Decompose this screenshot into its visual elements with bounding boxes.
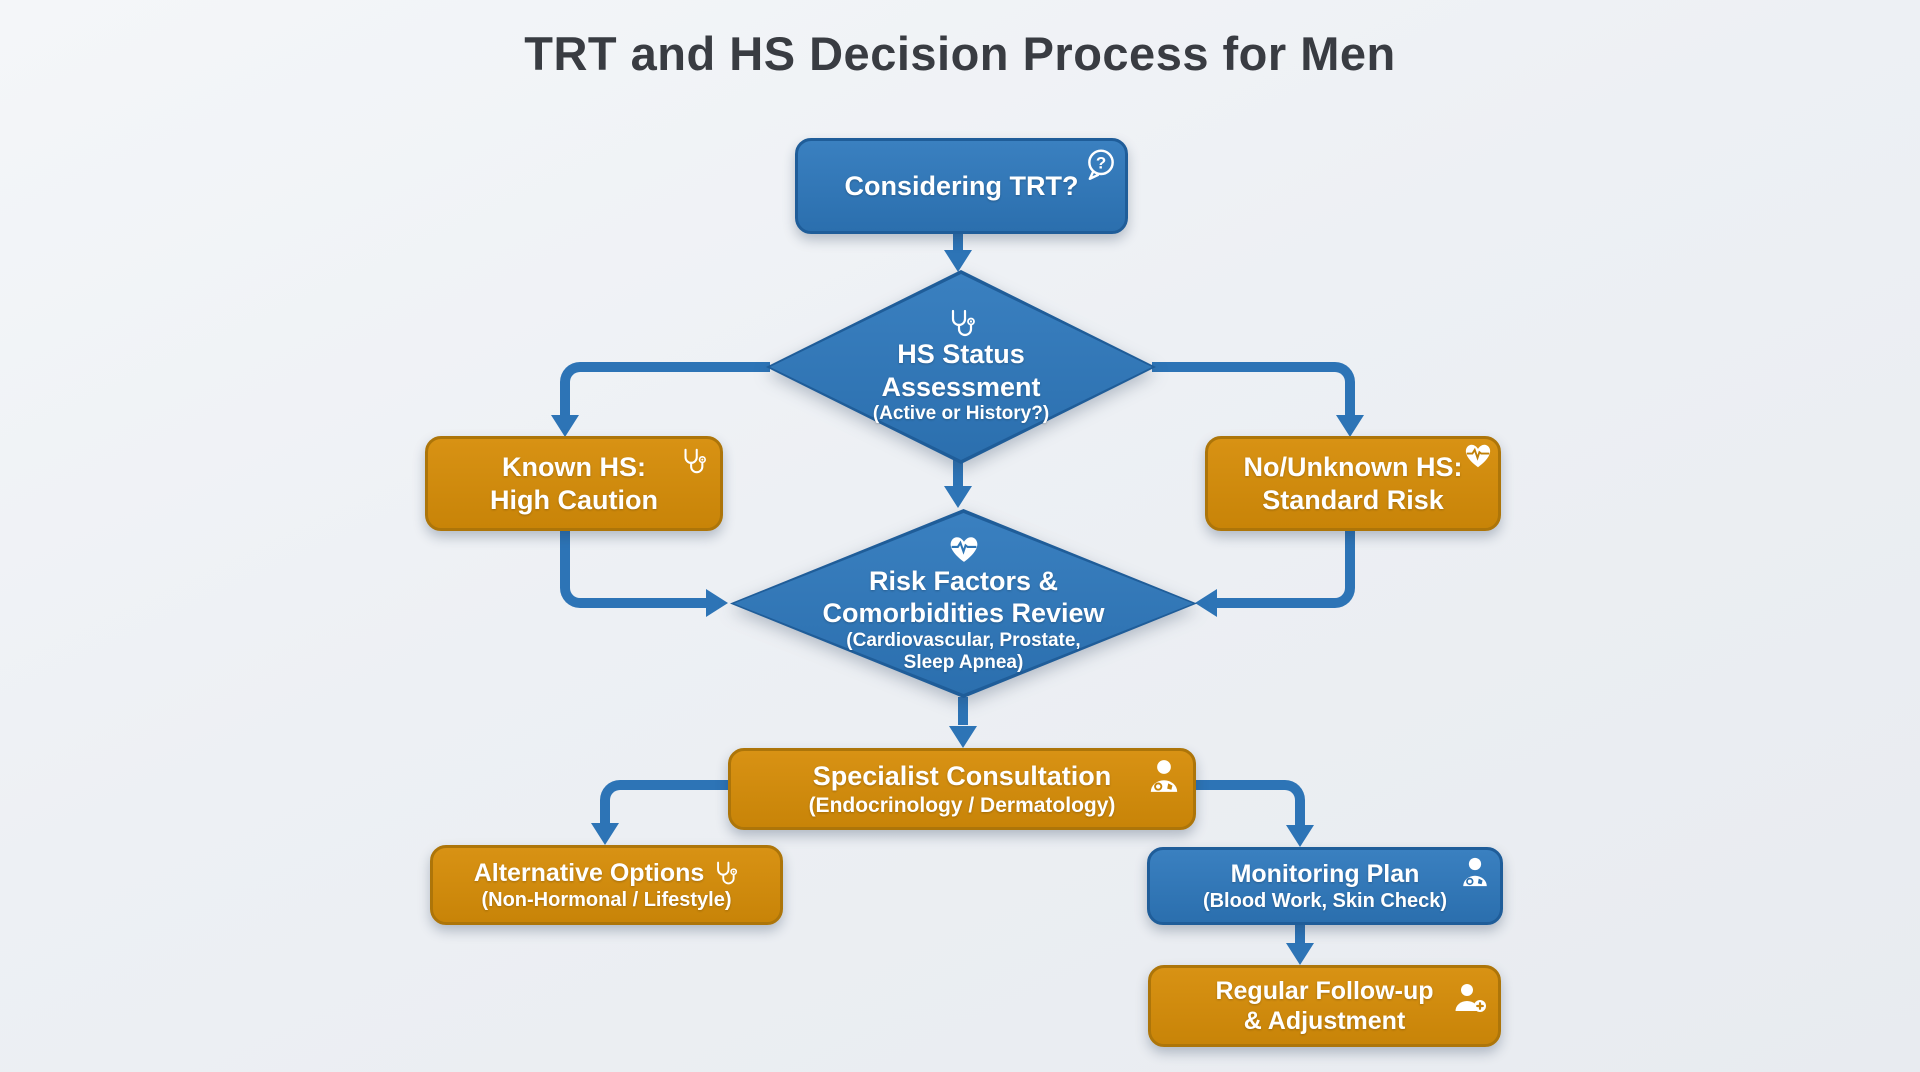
no-unknown-hs-line2: Standard Risk <box>1262 484 1444 515</box>
node-considering-trt: Considering TRT? ? <box>795 138 1128 234</box>
connector-risk-to-specialist <box>958 697 968 725</box>
stethoscope-icon <box>711 860 739 886</box>
stethoscope-icon <box>945 308 977 338</box>
assessment-subtitle: (Active or History?) <box>872 402 1050 424</box>
no-unknown-hs-line1: No/Unknown HS: <box>1243 452 1463 483</box>
connector-trt-to-assessment <box>953 226 963 256</box>
alternative-subtitle: (Non-Hormonal / Lifestyle) <box>481 889 732 911</box>
known-hs-line2: High Caution <box>490 484 658 515</box>
question-bubble-icon: ? <box>1083 147 1119 183</box>
arrowhead-monitoring-to-followup <box>1286 943 1314 965</box>
assessment-title-line2: Assessment <box>881 371 1041 402</box>
arrowhead-known-to-risk <box>706 589 728 617</box>
risk-review-line1: Risk Factors & <box>868 565 1059 596</box>
arrowhead-specialist-to-monitoring <box>1286 825 1314 847</box>
known-hs-line1: Known HS: <box>502 452 646 483</box>
question-mark-glyph: ? <box>1096 154 1106 173</box>
connector-assessment-to-nounknown <box>1152 362 1355 422</box>
connector-assessment-to-risk <box>953 458 963 488</box>
stethoscope-icon <box>678 447 708 475</box>
specialist-subtitle: (Endocrinology / Dermatology) <box>808 793 1116 817</box>
risk-review-sub2: Sleep Apnea) <box>903 652 1024 674</box>
node-monitoring-plan: Monitoring Plan (Blood Work, Skin Check) <box>1147 847 1503 925</box>
person-plus-icon <box>1452 982 1488 1014</box>
arrowhead-assessment-to-risk <box>944 486 972 508</box>
page-title: TRT and HS Decision Process for Men <box>524 27 1396 80</box>
connector-known-to-risk <box>560 523 710 608</box>
alternative-line1: Alternative Options <box>473 859 705 887</box>
arrowhead-trt-to-assessment <box>944 250 972 272</box>
node-no-unknown-hs: No/Unknown HS: Standard Risk <box>1205 436 1501 531</box>
risk-review-line2: Comorbidities Review <box>822 598 1105 629</box>
decision-hs-status-assessment: HS Status Assessment (Active or History?… <box>766 270 1156 464</box>
doctor-icon <box>1458 855 1492 889</box>
risk-review-sub1: (Cardiovascular, Prostate, <box>846 629 1081 651</box>
arrowhead-assessment-to-known <box>551 415 579 437</box>
node-regular-followup: Regular Follow-up & Adjustment <box>1148 965 1501 1047</box>
connector-specialist-to-alternative <box>600 780 730 825</box>
followup-line2: & Adjustment <box>1243 1007 1406 1035</box>
decision-risk-review: Risk Factors & Comorbidities Review (Car… <box>730 509 1197 698</box>
node-specialist-consultation: Specialist Consultation (Endocrinology /… <box>728 748 1196 830</box>
assessment-title-line1: HS Status <box>897 339 1025 370</box>
arrowhead-specialist-to-alternative <box>591 823 619 845</box>
doctor-icon <box>1145 757 1183 795</box>
node-known-hs: Known HS: High Caution <box>425 436 723 531</box>
node-alternative-options: Alternative Options (Non-Hormonal / Life… <box>430 845 783 925</box>
node-considering-trt-label: Considering TRT? <box>844 170 1079 201</box>
followup-line1: Regular Follow-up <box>1215 977 1434 1005</box>
heart-pulse-icon <box>945 532 983 565</box>
heart-pulse-icon <box>1461 440 1495 470</box>
monitoring-subtitle: (Blood Work, Skin Check) <box>1202 890 1448 912</box>
connector-specialist-to-monitoring <box>1190 780 1305 825</box>
connector-assessment-to-known <box>560 362 770 422</box>
connector-monitoring-to-followup <box>1295 919 1305 947</box>
connector-nounknown-to-risk <box>1212 523 1355 608</box>
specialist-line1: Specialist Consultation <box>812 761 1112 792</box>
monitoring-line1: Monitoring Plan <box>1230 860 1420 888</box>
arrowhead-assessment-to-nounknown <box>1336 415 1364 437</box>
arrowhead-risk-to-specialist <box>949 726 977 748</box>
arrowhead-nounknown-to-risk <box>1195 589 1217 617</box>
